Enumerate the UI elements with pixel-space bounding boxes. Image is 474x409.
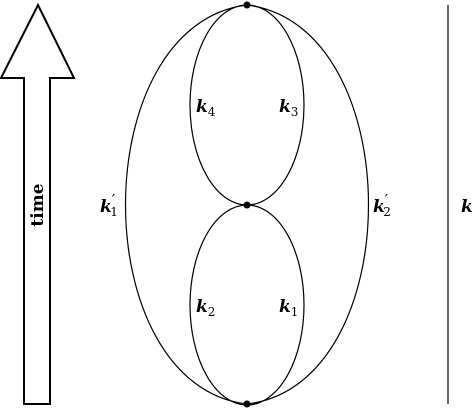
label-k1-prime: k′1 — [100, 191, 118, 219]
time-arrow-shape — [0, 2, 76, 405]
outer-left-edge — [125, 4, 248, 405]
label-k2-prime: k′2 — [373, 191, 391, 219]
label-k1: k1 — [279, 297, 298, 319]
label-k2: k2 — [196, 297, 215, 319]
label-k-right: k — [461, 197, 473, 217]
label-k4: k4 — [196, 97, 216, 119]
time-arrow: time — [0, 2, 76, 405]
time-arrow-label: time — [28, 183, 48, 226]
top-vertex — [243, 1, 251, 9]
middle-vertex — [243, 201, 251, 209]
bottom-vertex — [243, 400, 251, 408]
label-k3: k3 — [279, 97, 298, 119]
outer-right-edge — [246, 4, 369, 405]
